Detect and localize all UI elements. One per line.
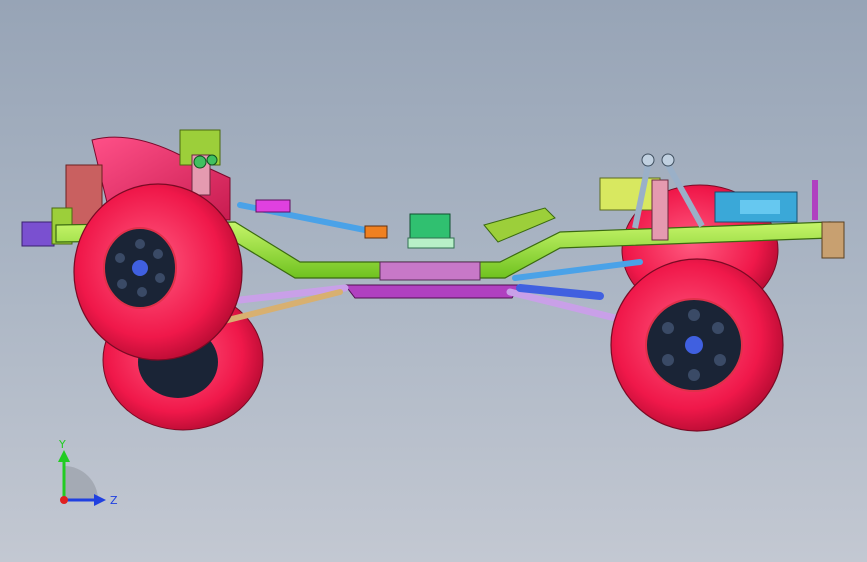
front-near-wheel [610, 258, 784, 432]
y-axis-label: Y [58, 438, 66, 451]
z-axis-arrow [94, 494, 106, 506]
skid-plate [343, 284, 521, 299]
suspension-links [217, 259, 643, 325]
z-axis-label: Z [110, 494, 118, 507]
transmission [407, 213, 455, 249]
front-shock [632, 153, 705, 241]
rear-shock [191, 154, 218, 196]
center-driveshaft [237, 199, 388, 239]
y-axis-arrow [58, 450, 70, 462]
triad-shadow-arc [64, 466, 98, 500]
front-bumper [812, 180, 845, 259]
origin-marker [60, 496, 68, 504]
axis-triad: Y Z [58, 438, 118, 507]
rear-near-wheel [73, 183, 243, 361]
